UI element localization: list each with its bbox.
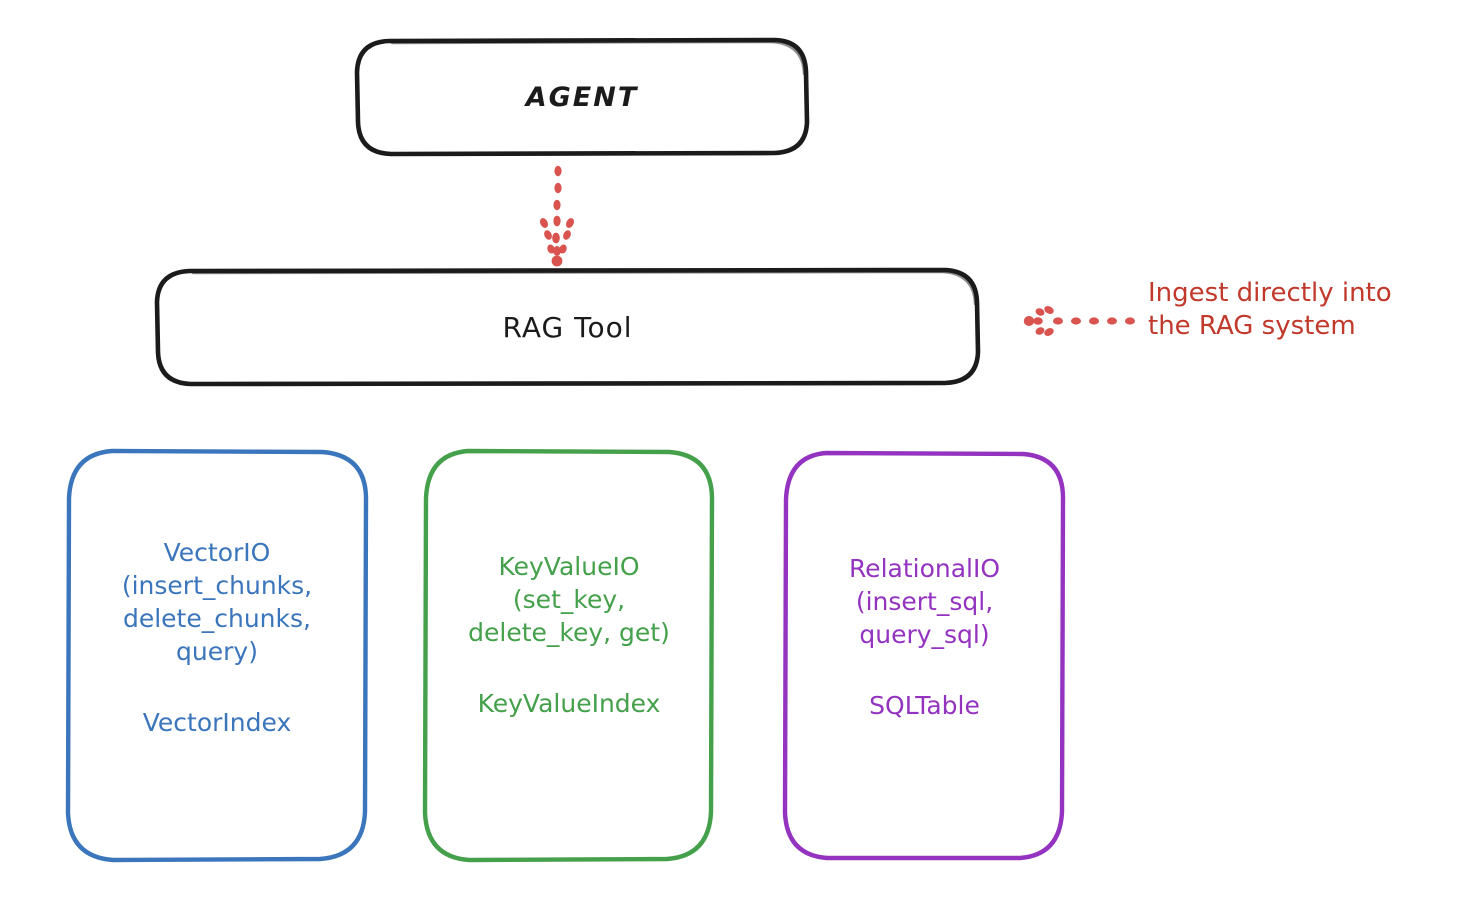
annotation-to-rag-connector (1023, 306, 1135, 336)
agent-box-sketch-overlay (390, 40, 806, 76)
vector-store-title: VectorIO (insert_chunks, delete_chunks, … (121, 538, 313, 666)
relational-store-index: SQLTable (869, 691, 980, 720)
agent-box[interactable] (354, 37, 810, 157)
rag-tool-box-sketch-overlay (191, 270, 977, 306)
vector-store-box[interactable] (65, 448, 369, 863)
rag-tool-label: RAG Tool (502, 310, 633, 344)
rag-tool-box[interactable] (154, 267, 981, 387)
relational-store-node[interactable]: RelationalIO (insert_sql, query_sql) SQL… (785, 452, 1064, 858)
vector-store-index: VectorIndex (142, 708, 292, 737)
keyvalue-store-box[interactable] (422, 448, 715, 863)
relational-store-title: RelationalIO (insert_sql, query_sql) (848, 554, 1001, 649)
agent-to-rag-connector (539, 165, 575, 267)
ingest-annotation-text: Ingest directly into the RAG system (1148, 278, 1392, 342)
keyvalue-store-index: KeyValueIndex (477, 689, 661, 718)
agent-label: AGENT (525, 81, 639, 113)
vector-store-node[interactable]: VectorIO (insert_chunks, delete_chunks, … (68, 450, 366, 860)
keyvalue-store-title: KeyValueIO (set_key, delete_key, get) (468, 552, 670, 647)
relational-store-box[interactable] (782, 450, 1066, 861)
rag-tool-node[interactable]: RAG Tool (157, 270, 978, 384)
keyvalue-store-node[interactable]: KeyValueIO (set_key, delete_key, get) Ke… (425, 450, 713, 860)
agent-node[interactable]: AGENT (357, 40, 807, 154)
